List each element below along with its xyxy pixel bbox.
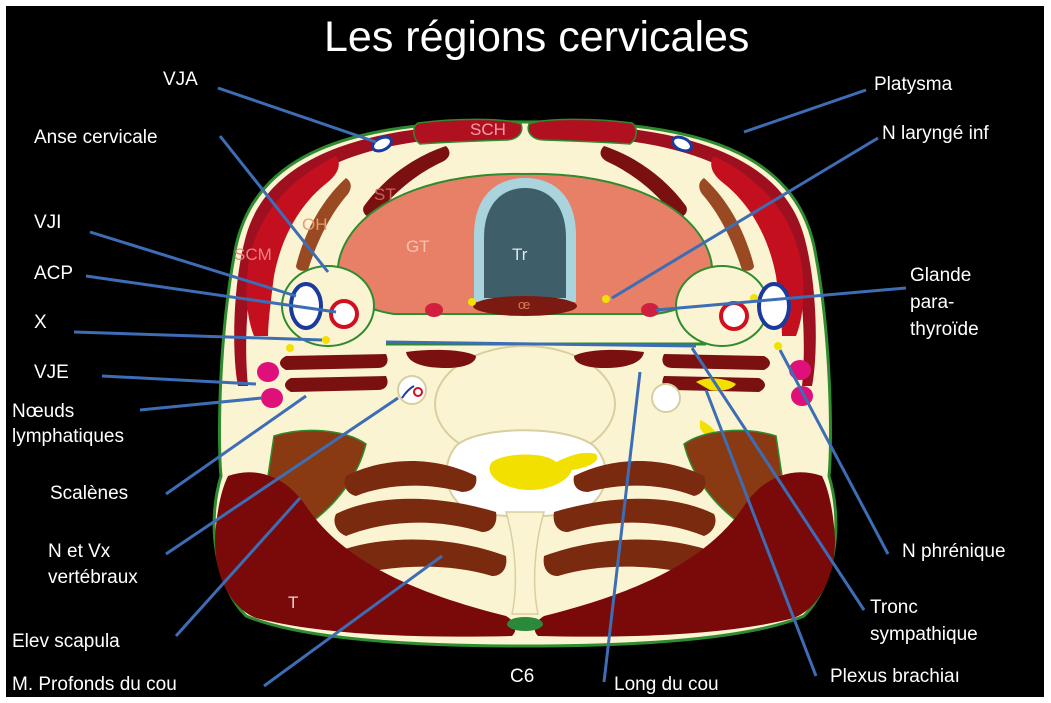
label-anse-cervicale: Anse cervicale xyxy=(34,127,158,149)
vertebral-vessels-right xyxy=(652,384,680,412)
label-st: ST xyxy=(374,186,396,204)
label-gt: GT xyxy=(406,238,430,256)
nerve-larynge-right xyxy=(602,295,610,303)
label-elev-scapula: Elev scapula xyxy=(12,631,120,653)
label-long-du-cou: Long du cou xyxy=(614,674,719,696)
label-n-phrenique: N phrénique xyxy=(902,541,1006,563)
label-vja: VJA xyxy=(163,69,198,91)
vertebral-artery-left xyxy=(414,388,422,396)
label-oe: œ xyxy=(518,296,530,314)
trachea-lumen xyxy=(484,188,566,298)
label-t: T xyxy=(288,594,298,612)
acp-left xyxy=(331,301,357,327)
lymph-node-right-1 xyxy=(789,360,811,380)
label-acp: ACP xyxy=(34,263,73,285)
label-vji: VJI xyxy=(34,212,61,234)
nuchal-ligament xyxy=(507,617,543,631)
nerve-larynge-left xyxy=(468,298,476,306)
scalene-left-1 xyxy=(280,354,388,370)
leader-vja xyxy=(218,88,376,142)
label-tronc-sympathique: Tronc sympathique xyxy=(870,594,1020,648)
label-n-vx-vertebraux: N et Vx vertébraux xyxy=(48,539,168,591)
leader-platysma xyxy=(744,90,866,132)
vagus-left xyxy=(322,336,330,344)
label-scm: SCM xyxy=(234,246,272,264)
label-x: X xyxy=(34,312,47,334)
label-n-larynge-inf: N laryngé inf xyxy=(882,123,989,145)
label-c6: C6 xyxy=(510,666,534,688)
label-platysma: Platysma xyxy=(874,74,952,96)
lymph-node-left-2 xyxy=(261,388,283,408)
label-m-profonds-du-cou: M. Profonds du cou xyxy=(12,674,177,696)
lymph-node-left-1 xyxy=(257,362,279,382)
phrenic-right xyxy=(774,342,782,350)
label-noeuds-lymphatiques: Nœuds lymphatiques xyxy=(12,399,182,449)
phrenic-left xyxy=(286,344,294,352)
vji-right xyxy=(759,284,789,328)
label-plexus-brachial: Plexus brachiaı xyxy=(830,666,960,688)
slide-title: Les régions cervicales xyxy=(324,12,749,62)
label-glande-parathyroide: Glande para-thyroïde xyxy=(910,262,994,343)
scalene-left-2 xyxy=(285,376,388,392)
label-vje: VJE xyxy=(34,362,69,384)
parathyroid-left xyxy=(425,303,443,317)
sch-right xyxy=(528,119,636,144)
label-sch: SCH xyxy=(470,121,506,139)
acp-right xyxy=(721,303,747,329)
label-oh: OH xyxy=(302,216,328,234)
slide: Les régions cervicales SCH ST OH SCM GT … xyxy=(6,6,1044,697)
label-scalenes: Scalènes xyxy=(50,483,128,505)
label-tr: Tr xyxy=(512,246,527,264)
scalene-right-1 xyxy=(662,354,770,370)
